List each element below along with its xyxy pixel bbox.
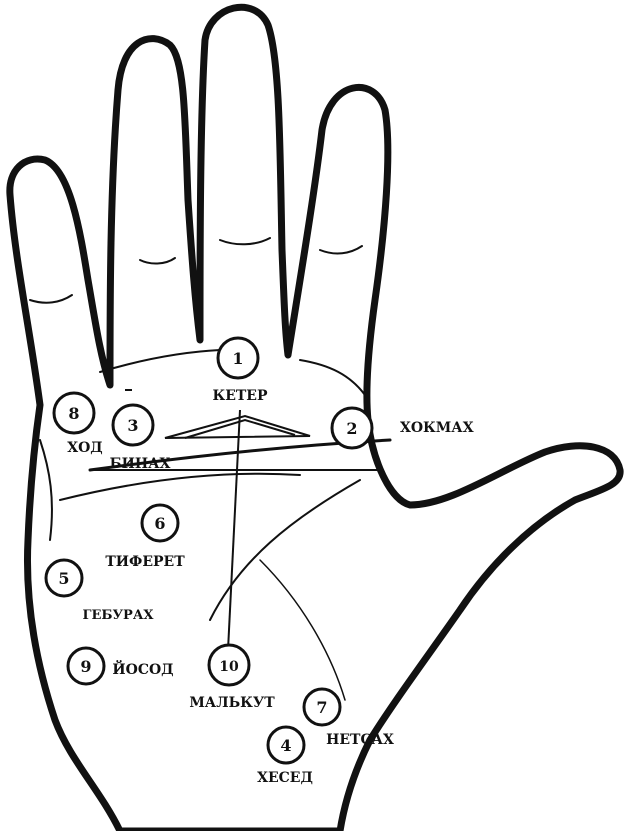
sephira-number: 7 [316, 698, 327, 717]
sephira-number: 3 [127, 416, 138, 435]
sephira-9: 9 ЙОСОД [68, 648, 174, 684]
sephira-number: 2 [346, 419, 357, 438]
sephira-name: ХОКМАХ [400, 420, 474, 436]
sephira-number: 5 [58, 569, 69, 588]
sephira-name: ХЕСЕД [257, 770, 313, 786]
sephira-name: ТИФЕРЕТ [105, 554, 185, 570]
sephira-number: 9 [80, 657, 91, 676]
sephira-number: 8 [68, 404, 79, 423]
sephira-name: БИНАХ [110, 456, 171, 472]
sephira-name: КЕТЕР [212, 388, 267, 404]
sephira-number: 1 [232, 349, 243, 368]
sephira-number: 6 [154, 514, 165, 533]
sephira-number: 4 [280, 736, 291, 755]
sephira-name: ГЕБУРАХ [83, 608, 155, 623]
sephira-name: ХОД [67, 440, 103, 456]
sephira-name: МАЛЬКУТ [189, 695, 275, 711]
sephira-number: 10 [219, 659, 239, 675]
sephira-name: НЕТСАХ [326, 732, 394, 748]
sephira-name: ЙОСОД [112, 659, 173, 678]
sephira-2: 2 ХОКМАХ [332, 408, 474, 448]
